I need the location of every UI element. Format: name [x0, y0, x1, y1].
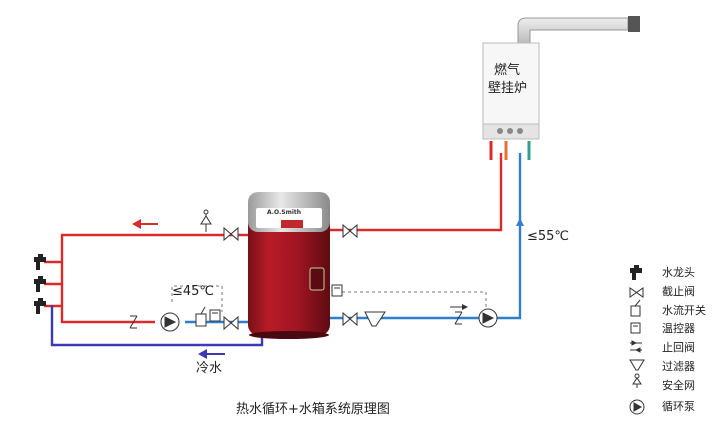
check-valve-icon — [454, 311, 463, 325]
hot-supply-temp-label: ≤55℃ — [527, 229, 570, 244]
safety-valve-icon — [200, 209, 212, 232]
legend-label: 温控器 — [662, 322, 695, 335]
legend-label: 循环泵 — [662, 400, 695, 413]
legend-item: 过滤器 — [628, 358, 728, 376]
faucet-icon — [630, 265, 642, 280]
hot-distribution-pipe — [60, 233, 250, 324]
hot-supply-pipe — [250, 153, 503, 232]
flow-switch-icon — [630, 299, 641, 317]
legend-label: 过滤器 — [662, 360, 695, 373]
legend-label: 安全网 — [662, 379, 695, 392]
shutoff-valve-icon — [342, 223, 358, 239]
cold-water-pipe — [50, 305, 264, 347]
shutoff-valve-icon — [223, 226, 239, 242]
circulation-pump-icon — [629, 399, 645, 415]
circulation-pump-icon — [160, 312, 180, 332]
check-valve-icon — [630, 340, 642, 353]
faucet-icon — [34, 254, 46, 270]
boiler-flue — [517, 17, 629, 46]
filter-icon — [629, 359, 645, 371]
legend-item: 截止阀 — [628, 283, 728, 301]
faucet-icon — [34, 298, 46, 314]
flow-switch-wire — [171, 285, 223, 312]
legend-symbols — [629, 265, 645, 415]
thermostat-wire — [342, 291, 487, 308]
filter-icon — [364, 311, 386, 327]
check-valve-icon — [129, 315, 138, 329]
legend-item: 水流开关 — [628, 302, 728, 320]
legend-label: 水流开关 — [662, 304, 706, 317]
legend-item: 止回阀 — [628, 339, 728, 357]
diagram-caption: 热水循环+水箱系统原理图 — [236, 402, 390, 417]
legend-label: 截止阀 — [662, 285, 695, 298]
legend-item: 循环泵 — [628, 398, 728, 416]
legend-label: 止回阀 — [662, 341, 695, 354]
water-tank — [248, 192, 330, 339]
shutoff-valve-icon — [629, 287, 644, 298]
flow-switch-icon — [195, 306, 207, 327]
safety-valve-icon — [632, 373, 642, 388]
boiler-return-pipe — [330, 153, 522, 320]
return-temp-label: ≤45℃ — [172, 284, 215, 299]
boiler-label-line2: 壁挂炉 — [488, 81, 528, 96]
thermostat-icon — [331, 284, 343, 297]
legend-item: 水龙头 — [628, 264, 728, 282]
circulation-pump-icon — [478, 308, 498, 328]
shutoff-valve-icon — [223, 315, 239, 331]
thermostat-icon — [209, 309, 221, 322]
thermostat-icon — [630, 322, 641, 334]
components — [34, 209, 498, 332]
shutoff-valve-icon — [342, 311, 358, 327]
boiler-label-line1: 燃气 — [494, 63, 521, 78]
legend-item: 安全网 — [628, 377, 728, 395]
tank-brand-label: A.O.Smith — [267, 209, 302, 216]
legend-label: 水龙头 — [662, 266, 695, 279]
cold-water-label: 冷水 — [196, 361, 223, 376]
legend-item: 温控器 — [628, 320, 728, 338]
gas-boiler — [482, 16, 640, 140]
faucet-icon — [34, 276, 46, 292]
flow-arrows — [132, 218, 524, 359]
